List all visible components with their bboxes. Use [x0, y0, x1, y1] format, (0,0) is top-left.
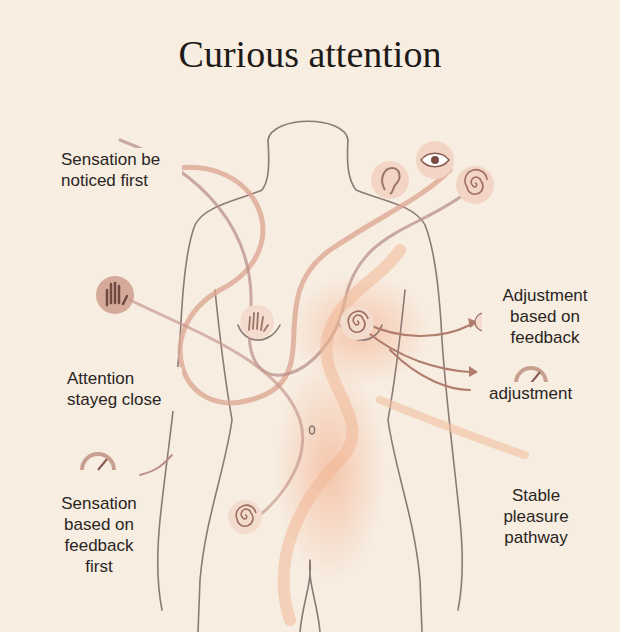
right-torso: [388, 290, 422, 632]
gauge-needle: [98, 459, 107, 470]
callout-label: Sensation be noticed first: [58, 148, 182, 192]
feedback-arrow: [365, 330, 470, 372]
spiral: [465, 170, 487, 195]
pleasure-pathway: [284, 250, 400, 620]
feedback-arrow: [390, 350, 470, 390]
flow-path: [380, 400, 525, 455]
spiral-icon: [456, 166, 494, 204]
gauge-icon: [82, 454, 114, 470]
callout-label: Attention stayeg close: [64, 367, 182, 411]
hand-icon: [240, 305, 274, 339]
sense-icons: [82, 141, 546, 534]
callout-label: Sensation based on feedback first: [46, 492, 152, 578]
arrowhead: [469, 366, 478, 377]
neck: [268, 121, 348, 140]
gauge-icon: [516, 368, 546, 383]
ear-icon: [371, 161, 409, 199]
spiral-icon: [228, 500, 262, 534]
spiral: [348, 311, 368, 332]
spiral: [236, 505, 256, 526]
leader: [140, 455, 172, 475]
eye-symbol: [421, 153, 449, 167]
hand-symbol: [249, 313, 268, 331]
hand-symbol: [107, 283, 127, 305]
feedback-arrow: [365, 323, 470, 336]
spirals: [236, 170, 487, 527]
ear-symbol: [382, 168, 399, 194]
hand-icon: [96, 276, 134, 314]
flow-path: [165, 167, 450, 402]
eye-icon: [416, 141, 454, 179]
navel: [310, 426, 315, 434]
body-outline: [158, 121, 462, 632]
callout-label: adjustment: [486, 382, 602, 405]
spiral-icon: [340, 306, 374, 340]
legs: [300, 560, 320, 632]
pupil: [431, 156, 439, 164]
diagram-title: Curious attention: [0, 32, 620, 76]
callout-label: Stable pleasure pathway: [478, 484, 594, 549]
callout-label: Adjustment based on feedback: [482, 284, 608, 349]
right-contour: [347, 140, 462, 610]
